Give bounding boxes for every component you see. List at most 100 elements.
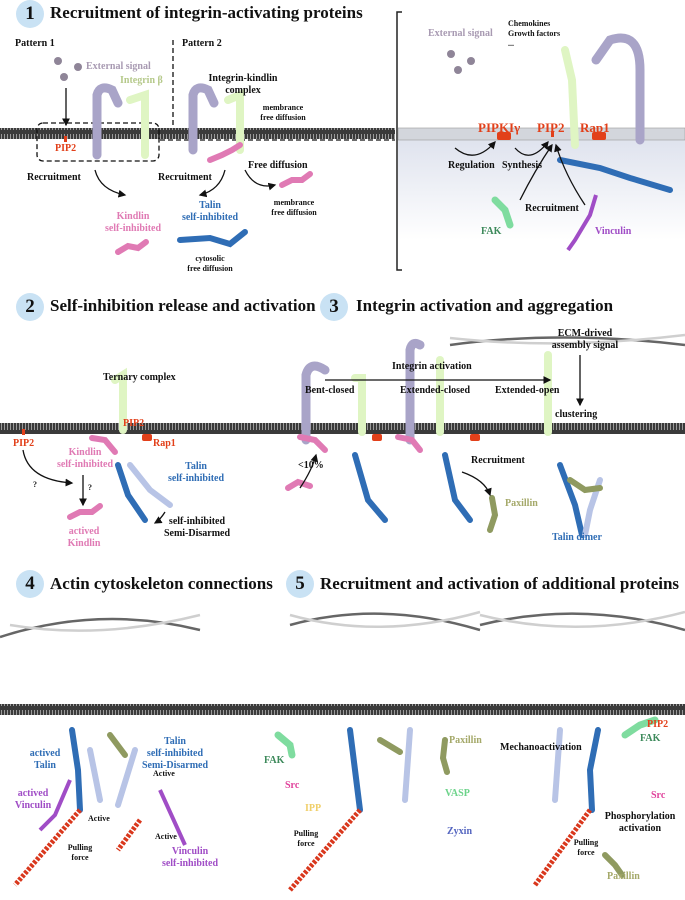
panel-title-1: Recruitment of integrin-activating prote… — [50, 3, 363, 22]
label-src-p5: Src — [285, 780, 300, 791]
step-badge-3: 3 — [320, 293, 348, 321]
label-vinculin: Vinculin — [595, 226, 632, 237]
vinculin-shape — [566, 194, 598, 252]
label-extended-closed: Extended-closed — [400, 385, 470, 396]
label-pip2: PIP2 — [55, 143, 77, 154]
label-recruitment-2: Recruitment — [158, 172, 212, 183]
panel-title-5: Recruitment and activation of additional… — [320, 574, 680, 593]
panel-title-2: Self-inhibition release and activation — [50, 296, 316, 315]
label-synthesis: Synthesis — [502, 160, 543, 171]
integrin-beta-shape — [111, 46, 579, 436]
step-badge-4: 4 — [16, 570, 44, 598]
arrows — [22, 140, 586, 524]
label-src-p5b: Src — [651, 790, 666, 801]
pattern1-dashed-box — [36, 122, 160, 162]
label-ternary-complex: Ternary complex — [103, 372, 176, 383]
cytosol-gradient — [398, 140, 685, 240]
label-recruitment-right: Recruitment — [525, 203, 579, 214]
label-paxillin-p5: Paxillin — [449, 735, 482, 746]
label-pip2-p2: PIP2 — [13, 438, 35, 449]
label-fak-p5b: FAK — [640, 733, 661, 744]
label-pattern-1: Pattern 1 — [15, 38, 55, 49]
membrane-band-right — [397, 127, 685, 141]
label-pattern-2: Pattern 2 — [182, 38, 222, 49]
label-rap1: Rap1 — [580, 120, 610, 135]
label-pip2-right: PIP2 — [537, 120, 565, 135]
pattern-divider — [160, 40, 395, 141]
label-bent-closed: Bent-closed — [305, 385, 355, 396]
label-recruitment-p3: Recruitment — [471, 455, 525, 466]
label-zyxin: Zyxin — [447, 826, 473, 837]
pip2-mark — [64, 136, 67, 142]
label-pip2-p5: PIP2 — [647, 719, 669, 730]
pip2-rap1-marks — [22, 131, 606, 441]
label-ipp: IPP — [305, 803, 322, 814]
label-integrin-beta: Integrin β — [120, 75, 163, 86]
step-badge-5: 5 — [286, 570, 314, 598]
label-less-than-10-percent: <10% — [298, 460, 324, 471]
label-question-2: ? — [88, 483, 92, 492]
label-active-3: Active — [155, 832, 177, 841]
label-fak-p5: FAK — [264, 755, 285, 766]
bracket — [396, 11, 402, 271]
label-recruitment-1: Recruitment — [27, 172, 81, 183]
paxillin-shape — [107, 477, 625, 878]
ecm-fibers-light — [9, 333, 685, 632]
label-pipki-gamma: PIPKIγ — [478, 120, 521, 135]
label-rap1-p2: Rap1 — [153, 438, 176, 449]
vinculin-shape-p4 — [38, 779, 187, 846]
membrane-panel2-3 — [0, 423, 685, 434]
label-clustering: clustering — [555, 409, 598, 420]
kindlin-shape — [67, 142, 423, 520]
label-pip2-ternary: PIP2 — [123, 418, 145, 429]
talin-light-shape — [87, 462, 603, 808]
label-active-1: Active — [153, 769, 175, 778]
integrin-alpha-shape — [92, 33, 645, 445]
label-paxillin-p3: Paxillin — [505, 498, 538, 509]
label-free-diffusion: Free diffusion — [248, 160, 308, 171]
panel-title-4: Actin cytoskeleton connections — [50, 574, 273, 593]
label-vasp: VASP — [445, 788, 470, 799]
label-external-signal-right: External signal — [428, 28, 493, 39]
panel-title-3: Integrin activation and aggregation — [356, 296, 614, 315]
step-badge-1: 1 — [16, 0, 44, 28]
label-talin-dimer: Talin dimer — [552, 532, 602, 543]
label-regulation: Regulation — [448, 160, 495, 171]
label-mechanoactivation: Mechanoactivation — [500, 742, 582, 753]
label-paxillin-p5b: Paxillin — [607, 871, 640, 882]
actin-filament — [13, 808, 593, 892]
label-extended-open: Extended-open — [495, 385, 560, 396]
step-badge-2: 2 — [16, 293, 44, 321]
label-external-signal: External signal — [86, 61, 151, 72]
external-signal-dots — [54, 50, 475, 81]
membrane-panel4-5 — [0, 704, 685, 715]
fak-shape — [274, 196, 659, 759]
label-active-2: Active — [88, 814, 110, 823]
label-fak: FAK — [481, 226, 502, 237]
label-integrin-activation: Integrin activation — [392, 361, 472, 372]
label-question-1: ? — [33, 480, 37, 489]
talin-shape — [69, 157, 673, 813]
